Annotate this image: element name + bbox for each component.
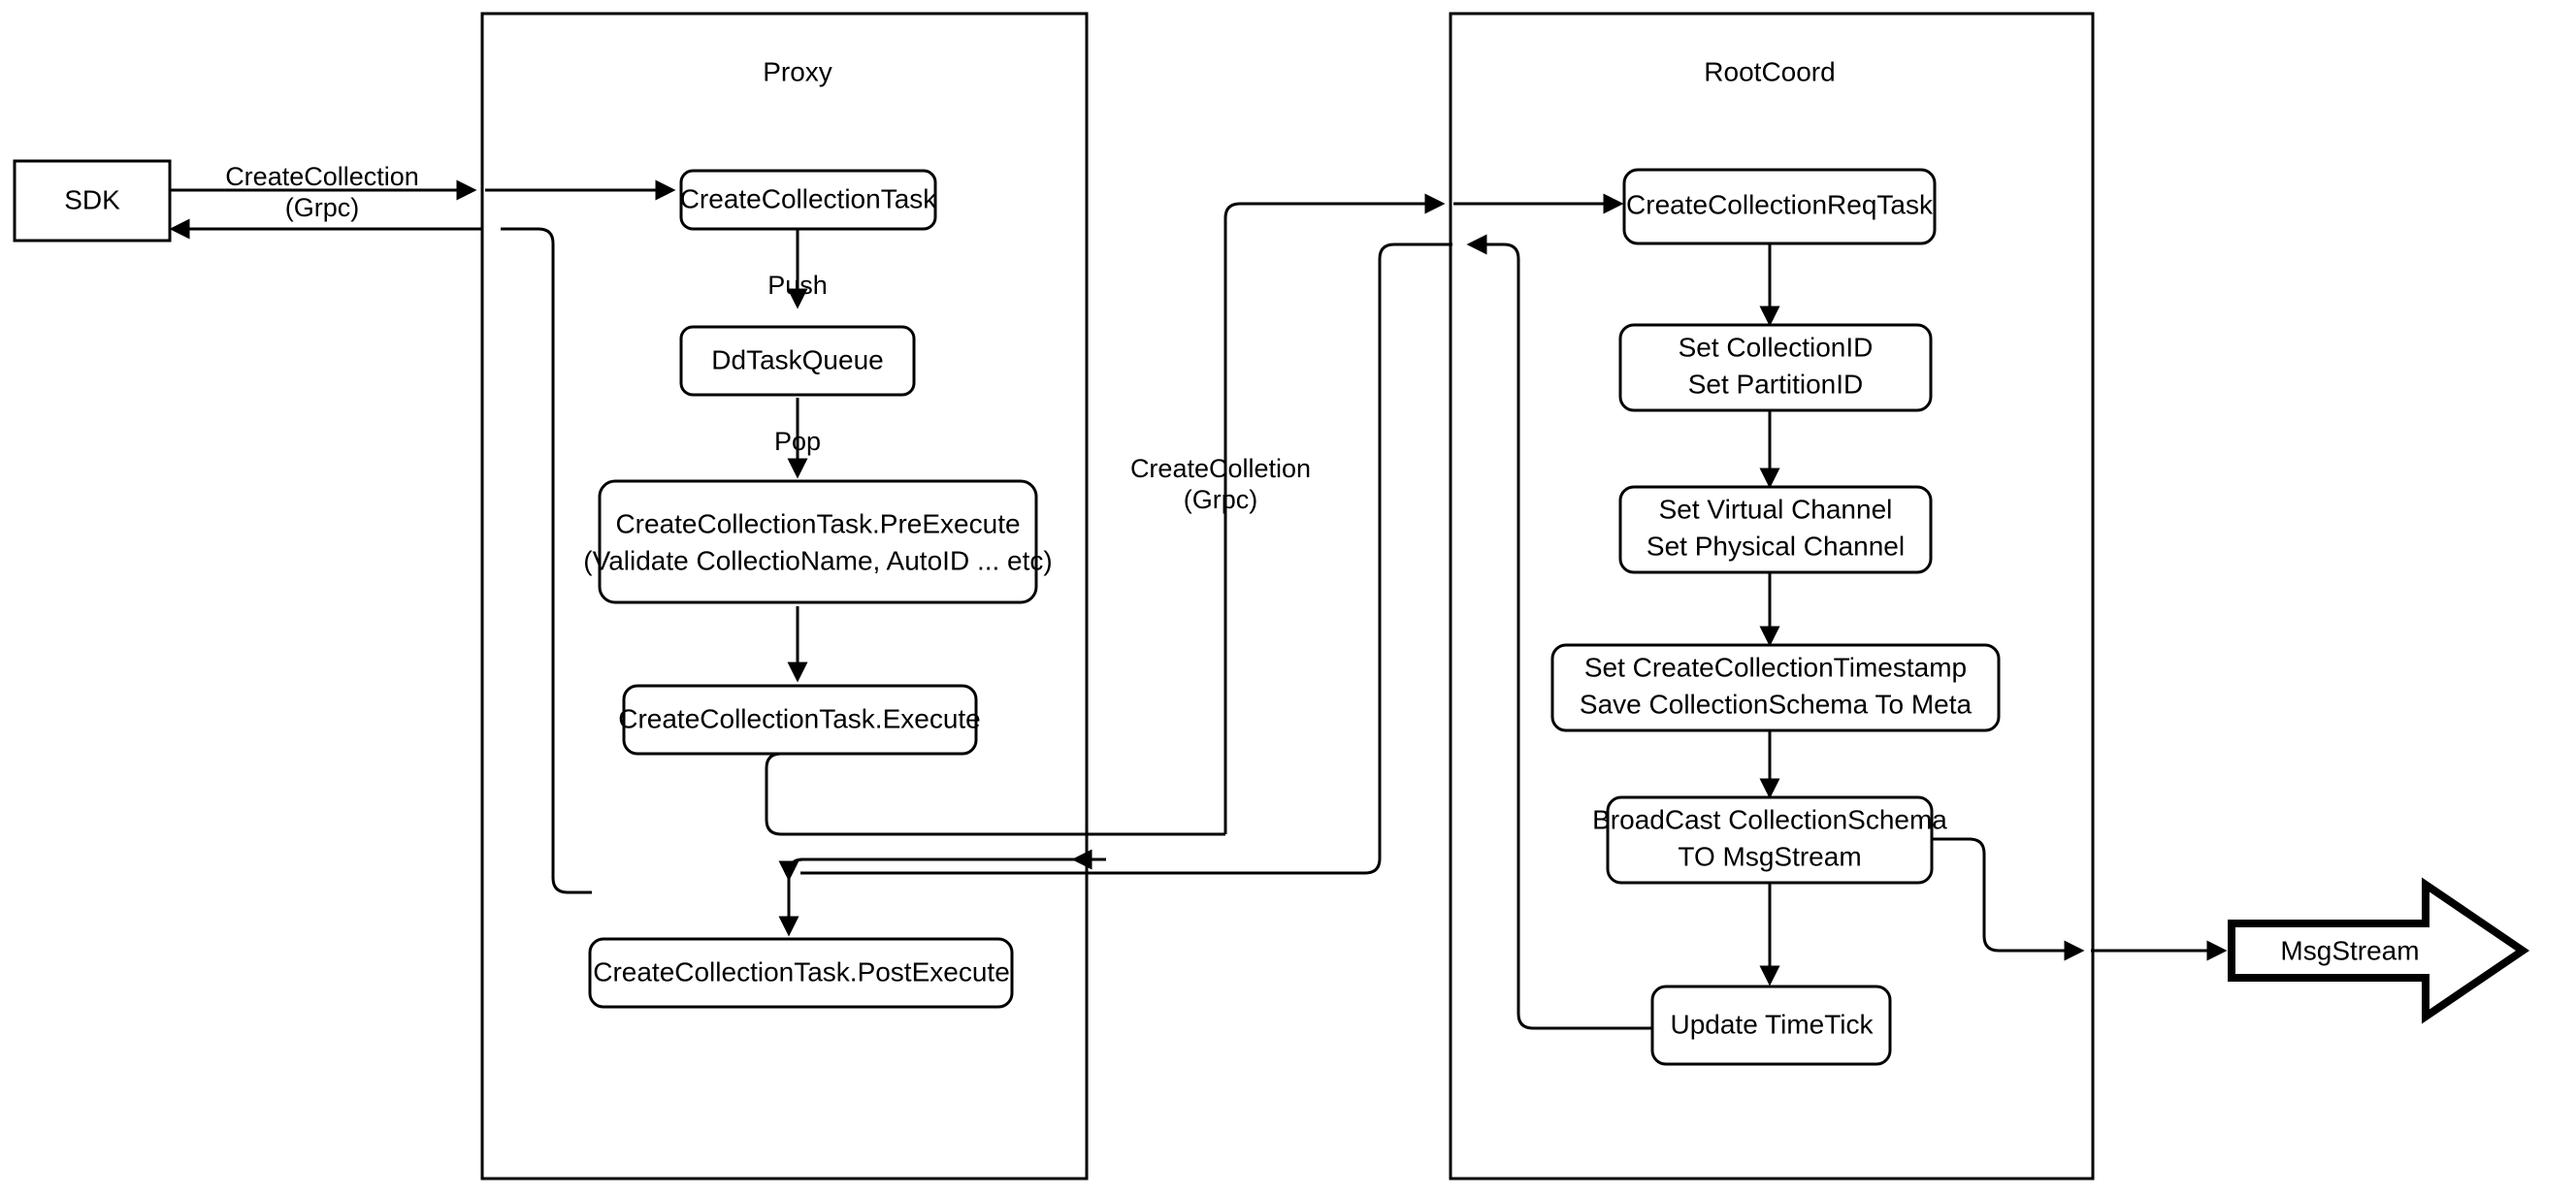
node-post-execute[interactable]: CreateCollectionTask.PostExecute bbox=[588, 937, 1014, 1009]
proxy-container-title: Proxy bbox=[763, 56, 832, 86]
proxy-container-border bbox=[480, 12, 1089, 1181]
msgstream-arrow-shape[interactable] bbox=[2228, 877, 2530, 1024]
pre-execute-label-line2: (Validate CollectioName, AutoID ... etc) bbox=[583, 545, 1052, 575]
edge-broadcast-to-msgstream-path bbox=[1932, 837, 2085, 961]
broadcast-label-line1: BroadCast CollectionSchema bbox=[1592, 804, 1947, 834]
sdk-box[interactable] bbox=[13, 159, 172, 243]
set-timestamp-label-line1: Set CreateCollectionTimestamp bbox=[1584, 652, 1967, 682]
rootcoord-container-title: RootCoord bbox=[1704, 56, 1835, 86]
edge-rootcoord-return-to-proxy bbox=[800, 243, 1452, 875]
req-task-box[interactable] bbox=[1622, 168, 1937, 245]
dd-task-queue-label: DdTaskQueue bbox=[711, 344, 883, 374]
set-channel-label-line2: Set Physical Channel bbox=[1647, 531, 1905, 561]
container-rootcoord: RootCoord bbox=[1449, 12, 2095, 1181]
node-execute[interactable]: CreateCollectionTask.Execute bbox=[618, 684, 981, 756]
rootcoord-container-border bbox=[1449, 12, 2095, 1181]
edge-execute-to-rootcoord-path bbox=[765, 752, 1225, 836]
set-channel-box[interactable] bbox=[1618, 485, 1933, 574]
set-ids-label-line1: Set CollectionID bbox=[1679, 332, 1874, 362]
edge-label-proxy-to-rootcoord: CreateColletion (Grpc) bbox=[1130, 454, 1311, 514]
set-ids-label-line2: Set PartitionID bbox=[1688, 369, 1864, 399]
create-collection-task-label: CreateCollectionTask bbox=[680, 183, 938, 213]
req-task-label: CreateCollectionReqTask bbox=[1626, 189, 1934, 219]
node-create-collection-task[interactable]: CreateCollectionTask bbox=[679, 169, 938, 231]
node-dd-task-queue[interactable]: DdTaskQueue bbox=[679, 325, 916, 397]
execute-label: CreateCollectionTask.Execute bbox=[618, 703, 981, 733]
proxy-to-rootcoord-label-line1: CreateColletion bbox=[1130, 454, 1311, 483]
broadcast-label-line2: TO MsgStream bbox=[1678, 841, 1861, 871]
node-sdk[interactable]: SDK bbox=[13, 159, 172, 243]
broadcast-box[interactable] bbox=[1606, 795, 1934, 885]
node-set-ids[interactable]: Set CollectionID Set PartitionID bbox=[1618, 323, 1933, 412]
edge-return-to-postexecute bbox=[778, 857, 1087, 882]
sdk-label: SDK bbox=[64, 184, 120, 214]
edge-label-sdk-to-proxy: CreateCollection (Grpc) bbox=[225, 162, 419, 222]
dd-task-queue-box[interactable] bbox=[679, 325, 916, 397]
push-label: Push bbox=[767, 271, 828, 300]
create-collection-task-box[interactable] bbox=[679, 169, 937, 231]
execute-box[interactable] bbox=[622, 684, 978, 756]
sdk-to-proxy-label-line1: CreateCollection bbox=[225, 162, 419, 191]
node-broadcast[interactable]: BroadCast CollectionSchema TO MsgStream bbox=[1592, 795, 1947, 885]
sdk-to-proxy-label-line2: (Grpc) bbox=[285, 193, 360, 222]
edge-up-to-rootcoord-boundary bbox=[1223, 193, 1446, 834]
pop-label: Pop bbox=[774, 427, 821, 456]
node-set-timestamp[interactable]: Set CreateCollectionTimestamp Save Colle… bbox=[1550, 643, 2001, 732]
container-proxy: Proxy bbox=[480, 12, 1089, 1181]
set-timestamp-box[interactable] bbox=[1550, 643, 2001, 732]
update-timetick-label: Update TimeTick bbox=[1670, 1009, 1874, 1039]
pre-execute-label-line1: CreateCollectionTask.PreExecute bbox=[615, 508, 1020, 538]
msgstream-label: MsgStream bbox=[2280, 935, 2419, 965]
proxy-to-rootcoord-label-line2: (Grpc) bbox=[1184, 485, 1258, 514]
edge-postexecute-to-return bbox=[501, 227, 592, 894]
edge-timetick-to-return bbox=[1466, 234, 1662, 1030]
node-req-task[interactable]: CreateCollectionReqTask bbox=[1622, 168, 1937, 245]
set-ids-box[interactable] bbox=[1618, 323, 1933, 412]
node-set-channel[interactable]: Set Virtual Channel Set Physical Channel bbox=[1618, 485, 1933, 574]
pre-execute-box[interactable] bbox=[598, 479, 1038, 604]
set-channel-label-line1: Set Virtual Channel bbox=[1659, 494, 1893, 524]
post-execute-box[interactable] bbox=[588, 937, 1014, 1009]
post-execute-label: CreateCollectionTask.PostExecute bbox=[593, 956, 1010, 987]
set-timestamp-label-line2: Save CollectionSchema To Meta bbox=[1580, 689, 1973, 719]
node-msgstream[interactable]: MsgStream bbox=[2228, 877, 2530, 1024]
update-timetick-box[interactable] bbox=[1650, 985, 1892, 1066]
node-update-timetick[interactable]: Update TimeTick bbox=[1650, 985, 1892, 1066]
node-pre-execute[interactable]: CreateCollectionTask.PreExecute (Validat… bbox=[583, 479, 1053, 604]
